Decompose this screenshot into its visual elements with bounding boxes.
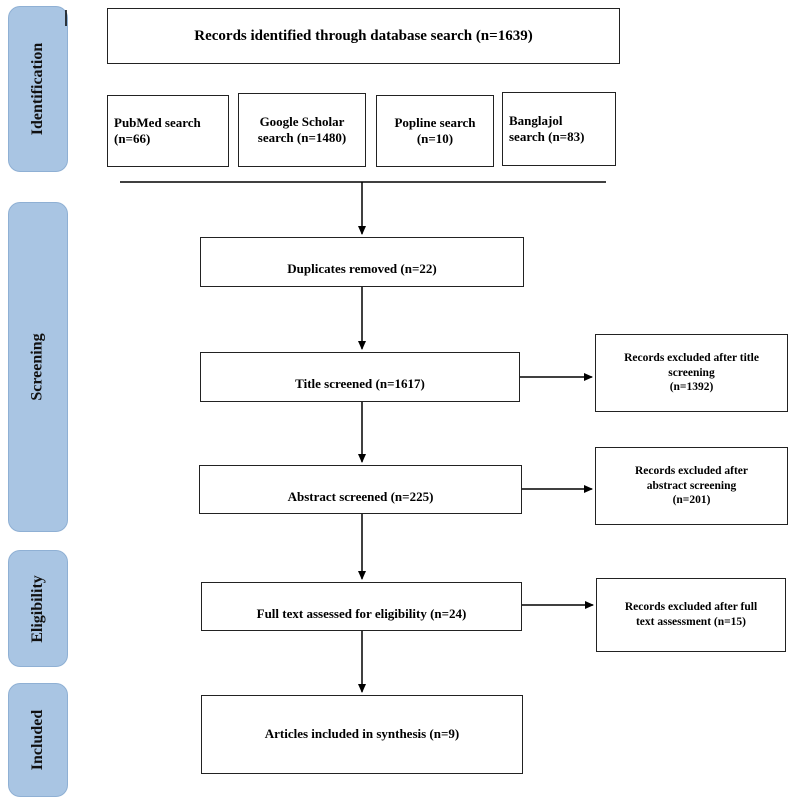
excluded-title-box: Records excluded after title screening (… (595, 334, 788, 412)
popline-box: Popline search (n=10) (376, 95, 494, 167)
phase-included-label: Included (29, 709, 46, 771)
phase-screening: Screening (8, 202, 68, 532)
excluded-full-box: Records excluded after full text assessm… (596, 578, 786, 652)
full-text-box: Full text assessed for eligibility (n=24… (201, 582, 522, 631)
phase-identification-label: Identification (29, 42, 47, 136)
phase-eligibility: Eligibility (8, 550, 68, 667)
phase-identification: Identification (8, 6, 68, 172)
pubmed-box: PubMed search (n=66) (107, 95, 229, 167)
popline-text: Popline search (n=10) (394, 114, 476, 146)
excluded-abstract-box: Records excluded after abstract screenin… (595, 447, 788, 525)
abstract-screened-text: Abstract screened (n=225) (287, 488, 434, 504)
title-screened-text: Title screened (n=1617) (295, 375, 425, 391)
included-box: Articles included in synthesis (n=9) (201, 695, 523, 774)
full-text-text: Full text assessed for eligibility (n=24… (256, 605, 467, 621)
records-identified-box: Records identified through database sear… (107, 8, 620, 64)
phase-included: Included (8, 683, 68, 797)
google-scholar-box: Google Scholar search (n=1480) (238, 93, 366, 167)
banglajol-box: Banglajol search (n=83) (502, 92, 616, 166)
title-screened-box: Title screened (n=1617) (200, 352, 520, 402)
duplicates-text: Duplicates removed (n=22) (287, 260, 437, 276)
excluded-abstract-text: Records excluded after abstract screenin… (634, 464, 749, 507)
banglajol-text: Banglajol search (n=83) (509, 112, 585, 144)
excluded-title-text: Records excluded after title screening (… (624, 351, 759, 394)
abstract-screened-box: Abstract screened (n=225) (199, 465, 522, 514)
phase-screening-label: Screening (29, 333, 47, 401)
duplicates-box: Duplicates removed (n=22) (200, 237, 524, 287)
included-text: Articles included in synthesis (n=9) (264, 726, 460, 742)
excluded-full-text: Records excluded after full text assessm… (624, 601, 758, 628)
pubmed-text: PubMed search (n=66) (114, 114, 201, 146)
records-identified-text: Records identified through database sear… (194, 27, 533, 44)
phase-eligibility-label: Eligibility (29, 574, 47, 643)
google-scholar-text: Google Scholar search (n=1480) (257, 113, 347, 145)
